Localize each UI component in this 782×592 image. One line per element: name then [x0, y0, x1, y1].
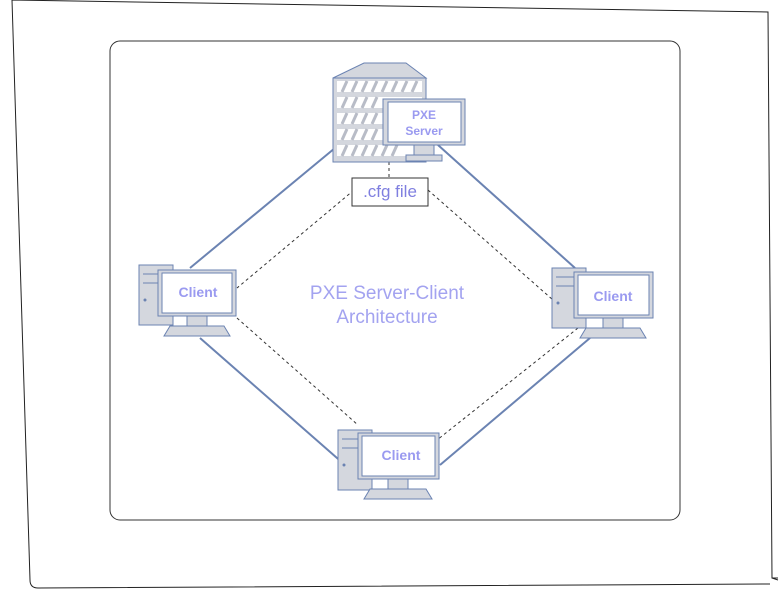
link-right-client-bottom-client	[439, 337, 591, 466]
dashed-right-bottom	[436, 327, 579, 441]
connector-lines	[189, 144, 591, 466]
link-left-client-bottom-client	[199, 337, 346, 466]
client-right-label: Client	[594, 288, 633, 304]
diagram-panel	[109, 40, 681, 521]
client-left-computer-icon	[138, 264, 237, 337]
server-label-line2: Server	[405, 124, 443, 138]
server-monitor-icon	[382, 98, 466, 162]
dashed-cfg-left	[236, 189, 355, 289]
client-bottom-computer-icon	[337, 429, 440, 500]
cfg-file-label: .cfg file	[363, 182, 417, 201]
server-rack-icon	[332, 62, 428, 163]
dashed-links	[236, 162, 579, 441]
diagram-title-line2: Architecture	[336, 307, 437, 328]
server-label-line1: PXE	[412, 108, 436, 122]
link-server-left-client	[189, 147, 336, 269]
dashed-cfg-right	[427, 189, 554, 301]
client-left-label: Client	[179, 284, 218, 300]
client-bottom-label: Client	[382, 447, 421, 463]
outer-frame	[11, 0, 779, 589]
dashed-left-bottom	[236, 317, 359, 426]
cfg-file-box	[351, 177, 429, 207]
diagram-title-line1: PXE Server-Client	[310, 283, 465, 304]
client-right-computer-icon	[551, 267, 654, 339]
link-server-right-client	[437, 144, 576, 269]
